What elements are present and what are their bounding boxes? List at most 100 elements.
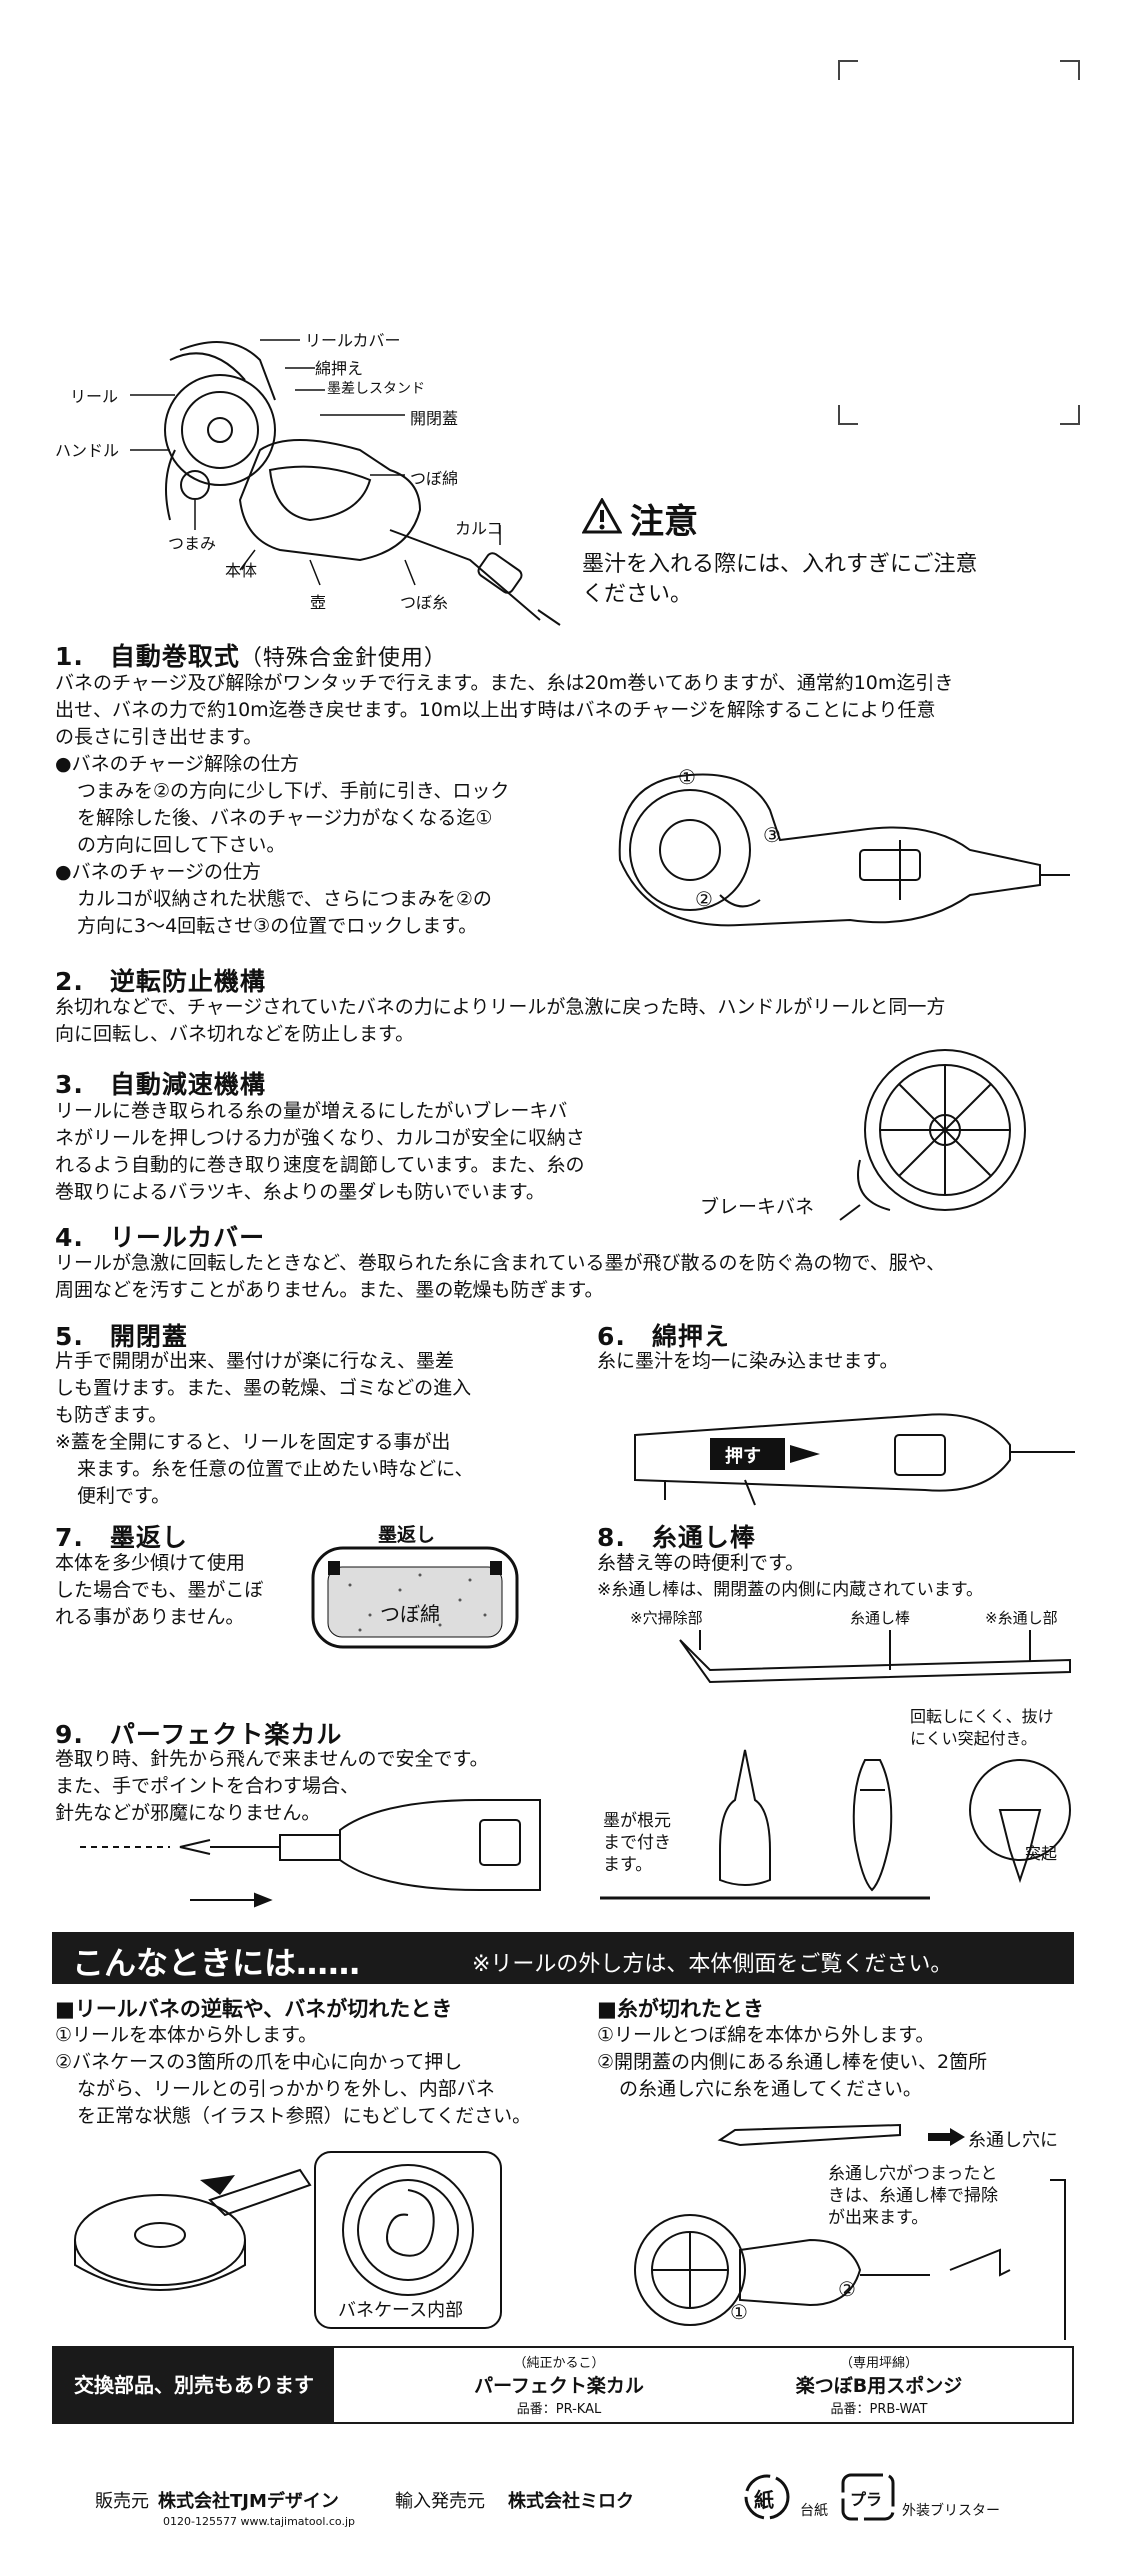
s1-marker-3: ③ [763, 823, 781, 847]
s7-illustration [310, 1545, 520, 1650]
footer-importer-label: 輸入発売元 [395, 2491, 485, 2512]
s8-body: 糸替え等の時便利です。 ※糸通し棒は、開閉蓋の内側に内蔵されています。 [597, 1550, 1077, 1604]
s9-ink-line: 墨が根元 [603, 1811, 671, 1831]
caution-line: 墨汁を入れる際には、入れすぎにご注意 [582, 552, 978, 577]
s8-label-1: ※穴掃除部 [630, 1609, 703, 1627]
s9-illustration [60, 1790, 590, 1910]
label-body: 本体 [225, 561, 258, 580]
part-1-code: 品番：PR-KAL [516, 2402, 602, 2417]
s3-line: 巻取りによるバラツキ、糸よりの墨ダレも防いでいます。 [55, 1181, 545, 1203]
recycle-paper-label: 台紙 [800, 2503, 828, 2519]
s1-marker-2: ② [695, 887, 713, 911]
s8-label-2: 糸通し棒 [850, 1609, 911, 1627]
right-case-body: ①リールとつぼ綿を本体から外します。 ②開閉蓋の内側にある糸通し棒を使い、2箇所… [597, 2022, 1077, 2103]
part-1-name: パーフェクト楽カル [474, 2375, 644, 2397]
konna-title: こんなときには…… [72, 1944, 361, 1982]
part-2-note: （専用坪綿） [839, 2356, 918, 2371]
s1-heading: 1. 自動巻取式（特殊合金針使用） [55, 637, 447, 673]
s6-text: 糸に墨汁を均一に染み込ませます。 [597, 1350, 899, 1372]
part-2: （専用坪綿） 楽つぼB用スポンジ 品番：PRB-WAT [764, 2352, 994, 2417]
s5-note: 便利です。 [77, 1485, 171, 1507]
s5-line: 片手で開閉が出来、墨付けが楽に行なえ、墨差 [55, 1350, 455, 1372]
label-reel: リール [70, 387, 119, 406]
s5-line: も防ぎます。 [55, 1404, 168, 1426]
parts-heading: 交換部品、別売もあります [54, 2348, 334, 2422]
recycle-plastic-label: 外装ブリスター [902, 2503, 1000, 2519]
part-1: （純正かるこ） パーフェクト楽カル 品番：PR-KAL [444, 2352, 674, 2417]
s8-line: 糸替え等の時便利です。 [597, 1552, 805, 1574]
s2-line: 向に回転し、バネ切れなどを防止します。 [55, 1023, 415, 1045]
label-cotton-press: 綿押え [315, 359, 364, 378]
s3-line: リールに巻き取られる糸の量が増えるにしたがいブレーキバ [55, 1100, 568, 1122]
s1-line: の長さに引き出せます。 [55, 726, 263, 748]
s9-protrusion-label: 突起 [1025, 1844, 1058, 1863]
footer-seller-label: 販売元 [95, 2491, 149, 2512]
s1-line: つまみを②の方向に少し下げ、手前に引き、ロック [77, 780, 510, 802]
label-reel-cover: リールカバー [305, 331, 401, 350]
label-handle: ハンドル [55, 441, 120, 460]
recycle-paper-glyph: 紙 [754, 2488, 774, 2512]
right-case-line: の糸通し穴に糸を通してください。 [619, 2078, 922, 2100]
footer-importer: 株式会社ミロク [508, 2491, 634, 2512]
s1-marker-1: ① [678, 765, 696, 789]
s1-title-sub: （特殊合金針使用） [239, 646, 447, 671]
s2-title: 2. 逆転防止機構 [55, 967, 266, 996]
left-case-body: ①リールを本体から外します。 ②バネケースの3箇所の爪を中心に向かって押し なが… [55, 2022, 555, 2130]
s1-bullet: ●バネのチャージの仕方 [55, 861, 262, 883]
s3-line: ネがリールを押しつける力が強くなり、カルコが安全に収納さ [55, 1127, 585, 1149]
s4-line: リールが急激に回転したときなど、巻取られた糸に含まれている墨が飛び散るのを防ぐ為… [55, 1252, 946, 1274]
threading-note-line: 糸通し穴がつまったと [828, 2164, 998, 2184]
label-karuko: カルコ [455, 519, 503, 538]
left-case-line: ながら、リールとの引っかかりを外し、内部バネ [77, 2078, 495, 2100]
threading-arrow-label: 糸通し穴に [968, 2130, 1058, 2151]
label-lid: 開閉蓋 [410, 409, 459, 428]
s9-line: 針先などが邪魔になりません。 [55, 1802, 321, 1824]
part-2-code: 品番：PRB-WAT [830, 2402, 928, 2417]
s3-label: ブレーキバネ [700, 1196, 815, 1218]
s8-title: 8. 糸通し棒 [597, 1523, 756, 1552]
s1-line: カルコが収納された状態で、さらにつまみを②の [77, 888, 492, 910]
left-case-line: を正常な状態（イラスト参照）にもどしてください。 [77, 2105, 532, 2127]
right-case-line: ②開閉蓋の内側にある糸通し棒を使い、2箇所 [597, 2051, 988, 2073]
s8-label-3: ※糸通し部 [985, 1609, 1058, 1627]
s9-ink-line: まで付き [603, 1833, 671, 1853]
s7-label-top: 墨返し [378, 1524, 436, 1546]
s3-title: 3. 自動減速機構 [55, 1070, 266, 1099]
crop-mark [1060, 60, 1080, 80]
label-ink-stand: 墨差しスタンド [327, 381, 425, 397]
left-case-line: ②バネケースの3箇所の爪を中心に向かって押し [55, 2051, 463, 2073]
recycle-plastic-icon: プラ [840, 2472, 896, 2522]
label-tsubo-ito: つぼ糸 [400, 593, 449, 612]
s2-body: 糸切れなどで、チャージされていたバネの力によりリールが急激に戻った時、ハンドルが… [55, 994, 1075, 1048]
threading-note-line: きは、糸通し棒で掃除 [828, 2186, 998, 2206]
s7-line: した場合でも、墨がこぼ [55, 1579, 264, 1601]
s1-line: 出せ、バネの力で約10m迄巻き戻せます。10m以上出す時はバネのチャージを解除す… [55, 699, 936, 721]
threading-note: 糸通し穴がつまったと きは、糸通し棒で掃除 が出来ます。 [828, 2163, 998, 2229]
label-tsubo-wata: つぼ綿 [410, 469, 459, 488]
spring-case-caption: バネケース内部 [335, 2296, 467, 2322]
s5-body: 片手で開閉が出来、墨付けが楽に行なえ、墨差 しも置けます。また、墨の乾燥、ゴミな… [55, 1348, 525, 1510]
threading-note-line: が出来ます。 [828, 2208, 929, 2228]
crop-mark [1060, 405, 1080, 425]
s1-title: 1. 自動巻取式 [55, 642, 240, 671]
s1-illustration [600, 760, 1070, 940]
product-diagram [60, 320, 580, 630]
s7-title: 7. 墨返し [55, 1523, 188, 1552]
reel-removal-illustration [60, 2140, 320, 2320]
s1-bullet: ●バネのチャージ解除の仕方 [55, 753, 300, 775]
crop-mark [838, 405, 858, 425]
right-case-line: ①リールとつぼ綿を本体から外します。 [597, 2024, 935, 2046]
part-2-name: 楽つぼB用スポンジ [795, 2375, 963, 2397]
label-tsubo: 壺 [310, 593, 327, 612]
right-case-title: ■糸が切れたとき [597, 1997, 764, 2021]
s5-title: 5. 開閉蓋 [55, 1322, 188, 1351]
s9-ink-line: ます。 [603, 1855, 653, 1875]
threading-illustration [600, 2110, 1080, 2340]
s3-body: リールに巻き取られる糸の量が増えるにしたがいブレーキバ ネがリールを押しつける力… [55, 1098, 695, 1206]
konna-note: ※リールの外し方は、本体側面をご覧ください。 [472, 1952, 953, 1977]
part-1-note: （純正かるこ） [513, 2356, 605, 2371]
s7-label-in: つぼ綿 [380, 1602, 440, 1626]
crop-mark [838, 60, 858, 80]
s4-body: リールが急激に回転したときなど、巻取られた糸に含まれている墨が飛び散るのを防ぐ為… [55, 1250, 1085, 1304]
spring-case-illustration [313, 2150, 503, 2330]
